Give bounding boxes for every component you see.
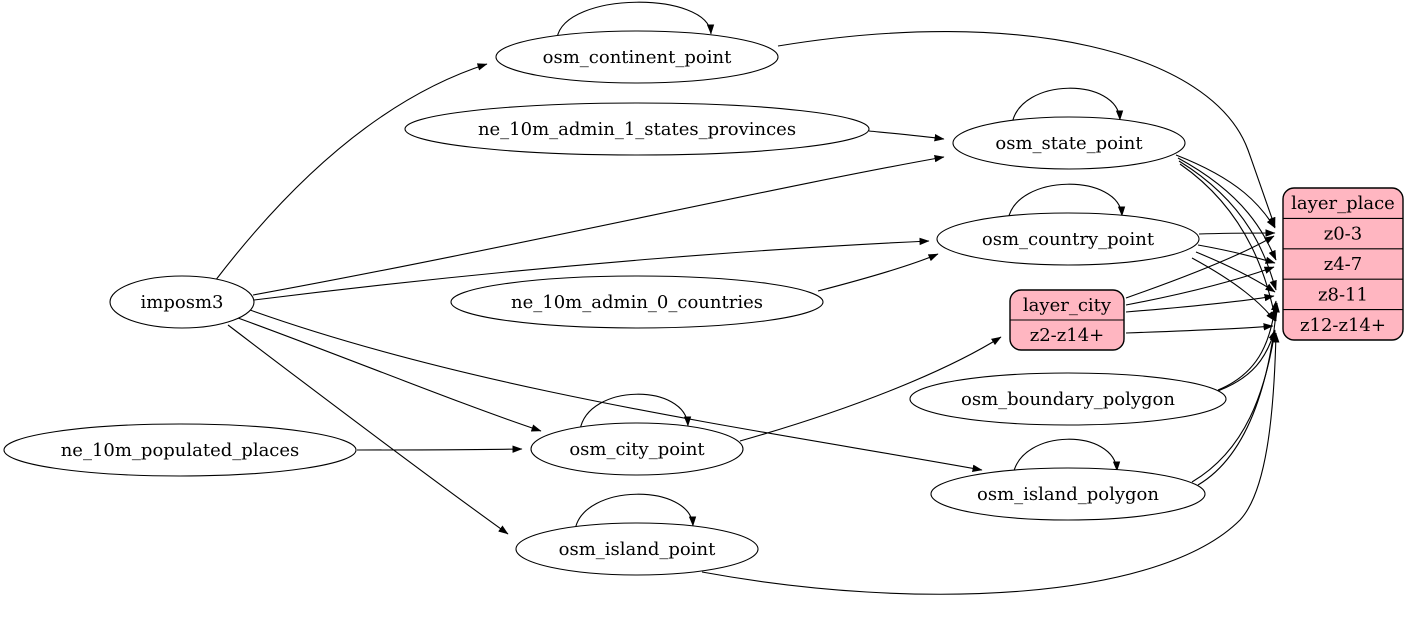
edge-osm-state-point-to-layer-place-z8-11 — [1178, 160, 1277, 291]
node-label-osm-continent-point: osm_continent_point — [543, 47, 732, 68]
node-label-ne-10m-admin-0-countries: ne_10m_admin_0_countries — [511, 292, 763, 313]
node-osm-boundary-polygon: osm_boundary_polygon — [909, 372, 1227, 426]
node-label-osm-island-polygon: osm_island_polygon — [977, 484, 1159, 505]
edge-imposm3-to-osm-country-point — [253, 237, 930, 301]
edge-ne-10m-populated-places-to-osm-city-point — [356, 445, 523, 453]
edge-layer-city-to-layer-place-z4-7 — [1125, 266, 1275, 306]
edge-osm-boundary-polygon-to-layer-place-z12-z14+ — [1211, 329, 1276, 394]
node-label-ne-10m-admin-1-states-provinces: ne_10m_admin_1_states_provinces — [478, 119, 796, 140]
edge-osm-island-polygon-to-osm-island-polygon — [1012, 438, 1121, 476]
node-label-imposm3: imposm3 — [141, 292, 224, 313]
edge-layer-city-to-layer-place-z8-11 — [1125, 293, 1275, 313]
node-label-ne-10m-populated-places: ne_10m_populated_places — [61, 440, 300, 461]
edge-osm-country-point-to-osm-country-point — [1007, 183, 1126, 221]
record-row-layer-place-z0-3: z0-3 — [1324, 224, 1362, 245]
record-row-layer-place-z12-z14-: z12-z14+ — [1300, 315, 1386, 336]
edge-osm-state-point-to-layer-place-z4-7 — [1177, 157, 1277, 261]
node-label-osm-boundary-polygon: osm_boundary_polygon — [961, 389, 1175, 410]
edge-imposm3-to-osm-continent-point — [214, 63, 488, 282]
edge-osm-city-point-to-osm-city-point — [579, 393, 692, 431]
node-osm-state-point: osm_state_point — [952, 116, 1186, 170]
record-row-layer-city-z2-z14-: z2-z14+ — [1030, 325, 1105, 346]
record-row-layer-place-z4-7: z4-7 — [1324, 254, 1362, 275]
node-osm-city-point: osm_city_point — [530, 422, 744, 476]
edge-osm-island-polygon-to-layer-place-z12-z14+ — [1191, 330, 1278, 483]
node-osm-continent-point: osm_continent_point — [495, 30, 779, 84]
edge-osm-island-point-to-layer-place-z12-z14+ — [701, 332, 1280, 595]
edge-imposm3-to-osm-city-point — [237, 317, 542, 432]
edge-osm-continent-point-to-osm-continent-point — [556, 1, 715, 39]
node-layer-place: layer_place z0-3 z4-7 z8-11 z12-z14+ — [1282, 187, 1404, 341]
edges-layer — [214, 1, 1280, 595]
edge-ne-10m-admin-0-countries-to-osm-country-point — [817, 253, 939, 292]
node-label-osm-island-point: osm_island_point — [559, 539, 716, 560]
edge-layer-city-to-layer-place-z12-z14+ — [1125, 323, 1274, 334]
node-label-osm-country-point: osm_country_point — [982, 229, 1155, 250]
edge-ne-10m-admin-1-states-provinces-to-osm-state-point — [868, 130, 945, 142]
node-osm-country-point: osm_country_point — [936, 212, 1200, 266]
node-ne-10m-admin-0-countries: ne_10m_admin_0_countries — [450, 275, 824, 329]
record-row-layer-place-z8-11: z8-11 — [1318, 284, 1368, 305]
edge-imposm3-to-osm-island-point — [227, 324, 509, 535]
edge-osm-boundary-polygon-to-layer-place-z8-11 — [1217, 300, 1279, 391]
node-label-osm-city-point: osm_city_point — [569, 439, 705, 460]
edge-layer-city-to-layer-place-z0-3 — [1125, 235, 1275, 299]
edge-osm-city-point-to-layer-city-z2-z14+ — [739, 336, 1002, 442]
edge-imposm3-to-osm-state-point — [252, 155, 945, 296]
record-title-layer-place: layer_place — [1291, 193, 1395, 214]
node-layer-city: layer_city z2-z14+ — [1009, 289, 1125, 351]
edge-osm-country-point-to-layer-place-z4-7 — [1197, 244, 1276, 264]
nodes-layer: imposm3 osm_continent_point ne_10m_admin_1… — [3, 30, 1404, 576]
edge-imposm3-to-osm-island-polygon — [249, 309, 983, 472]
edge-osm-country-point-to-layer-place-z12-z14+ — [1191, 257, 1276, 322]
record-title-layer-city: layer_city — [1023, 295, 1112, 316]
edge-osm-state-point-to-layer-place-z0-3 — [1175, 154, 1276, 229]
edge-osm-state-point-to-osm-state-point — [1011, 87, 1124, 125]
edge-osm-country-point-to-layer-place-z8-11 — [1195, 251, 1276, 293]
edge-osm-continent-point-to-layer-place-z0-3 — [777, 31, 1276, 228]
edge-osm-country-point-to-layer-place-z0-3 — [1198, 229, 1276, 237]
node-osm-island-polygon: osm_island_polygon — [930, 467, 1206, 521]
node-imposm3: imposm3 — [109, 275, 255, 329]
node-ne-10m-populated-places: ne_10m_populated_places — [3, 423, 357, 477]
node-ne-10m-admin-1-states-provinces: ne_10m_admin_1_states_provinces — [404, 102, 870, 156]
edge-osm-island-point-to-osm-island-point — [574, 493, 697, 531]
node-osm-island-point: osm_island_point — [515, 522, 759, 576]
node-label-osm-state-point: osm_state_point — [995, 133, 1143, 154]
edge-osm-island-polygon-to-layer-place-z8-11 — [1197, 302, 1280, 486]
